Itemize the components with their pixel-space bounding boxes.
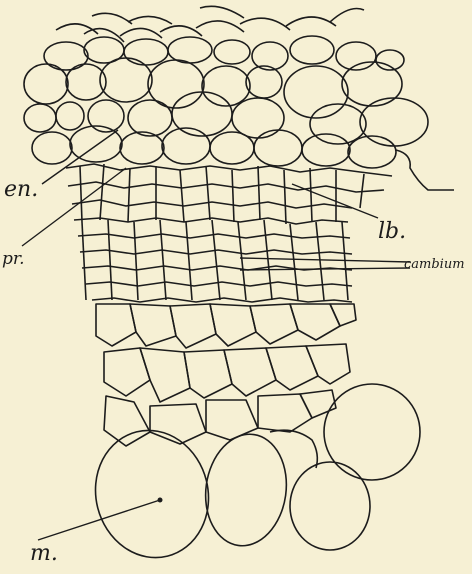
label-pr: pr. <box>2 249 25 269</box>
label-cambium: cambium <box>404 257 465 272</box>
xylem-parenchyma-cells <box>96 304 356 446</box>
pointer-m <box>38 500 160 540</box>
pointer-m-dot <box>158 498 163 503</box>
pointer-lb <box>292 184 378 218</box>
label-m: m. <box>30 541 58 566</box>
pericycle-cells <box>66 164 392 224</box>
label-lb: lb. <box>378 219 406 244</box>
cortex-small-cells <box>44 36 404 70</box>
label-en: en. <box>4 177 38 202</box>
pointer-cambium-1 <box>240 258 410 262</box>
cambium-cells <box>78 220 352 302</box>
